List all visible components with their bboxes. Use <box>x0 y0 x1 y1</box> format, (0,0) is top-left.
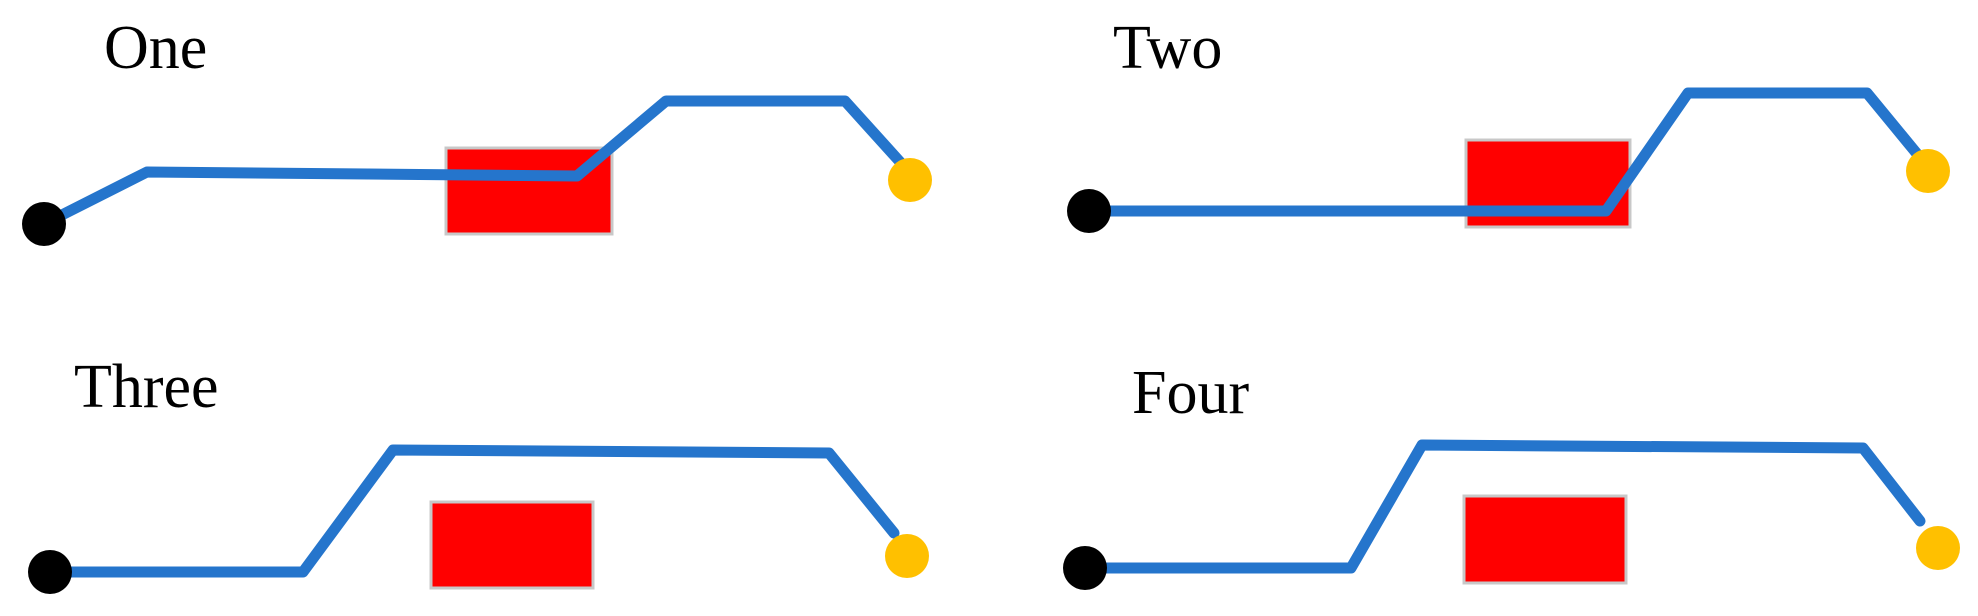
start-point <box>1063 546 1107 590</box>
goal-point <box>1906 149 1950 193</box>
panel-label: Four <box>1132 359 1249 427</box>
panel-label: One <box>104 14 207 82</box>
path-line <box>44 444 900 578</box>
obstacle-rect <box>429 500 595 590</box>
panel-one: One <box>22 14 932 246</box>
start-point <box>28 550 72 594</box>
obstacle-rect <box>444 146 614 236</box>
path-line <box>1083 87 1924 217</box>
goal-point <box>885 534 929 578</box>
panel-three: Three <box>28 353 929 594</box>
goal-point <box>1916 526 1960 570</box>
panel-four: Four <box>1063 359 1960 590</box>
path-line <box>38 95 907 230</box>
path-line <box>1079 439 1926 574</box>
panel-two: Two <box>1067 14 1950 233</box>
panel-label: Three <box>74 353 219 421</box>
start-point <box>22 202 66 246</box>
panel-label: Two <box>1113 14 1222 82</box>
obstacle-rect <box>1462 494 1628 585</box>
goal-point <box>888 158 932 202</box>
start-point <box>1067 189 1111 233</box>
